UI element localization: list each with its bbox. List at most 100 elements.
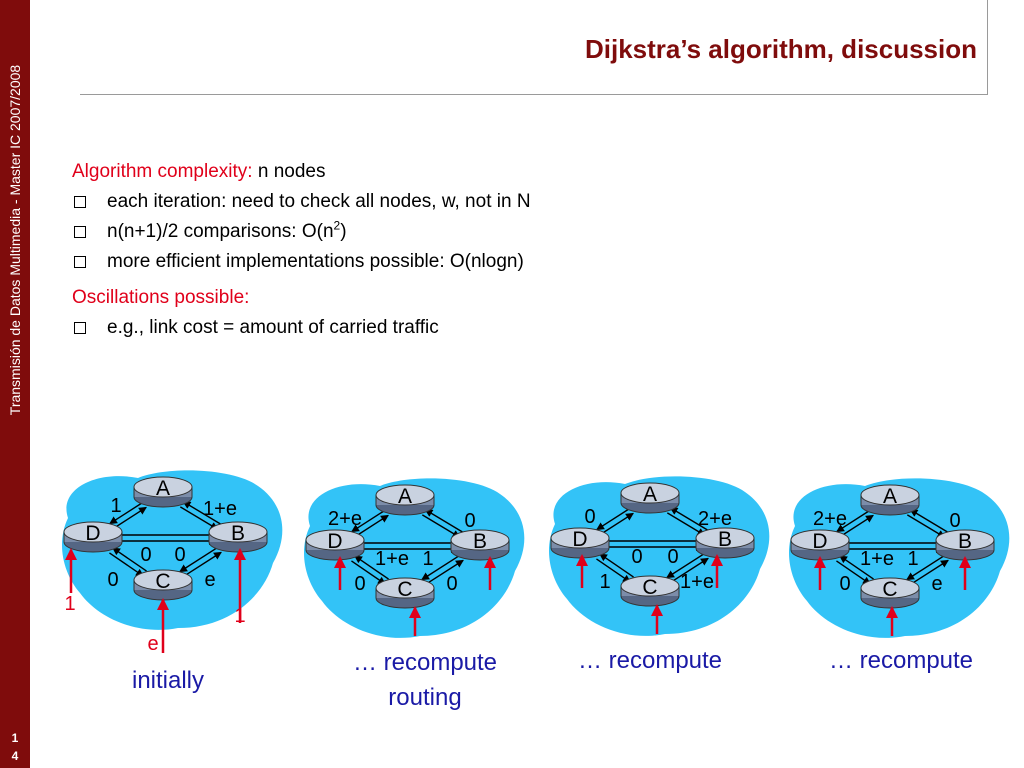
link-cost-label: 0 [140, 544, 151, 566]
router-label-B: B [473, 530, 487, 553]
link-cost-label: 2+e [698, 508, 732, 530]
traffic-label: 1 [64, 593, 75, 615]
link-cost-label: 1+e [375, 548, 409, 570]
link-arrow [596, 558, 631, 583]
link-cost-label: 0 [107, 569, 118, 591]
router-label-B: B [231, 522, 245, 545]
bullet-text: e.g., link cost = amount of carried traf… [107, 317, 439, 338]
link-cost-label: 2+e [813, 508, 847, 530]
link-arrow [109, 501, 144, 525]
link-arrow [354, 555, 389, 580]
network-cloud [548, 476, 770, 636]
checkbox-bullet-icon [74, 196, 86, 208]
title-divider [80, 94, 987, 95]
bullet-item: more efficient implementations possible:… [72, 247, 531, 277]
link-arrow [909, 509, 949, 533]
router-icon: A [133, 476, 193, 508]
link-arrow [599, 553, 634, 578]
link-arrow [354, 514, 389, 538]
link-arrow [112, 547, 147, 572]
complexity-label: Algorithm complexity: [72, 161, 253, 182]
link-arrow [839, 555, 874, 580]
router-icon: C [133, 569, 193, 601]
link-cost-label: 0 [446, 573, 457, 595]
link-cost-label: 2+e [328, 508, 362, 530]
link-cost-label: 0 [949, 510, 960, 532]
complexity-heading: Algorithm complexity: n nodes [72, 157, 531, 187]
bullet-item: e.g., link cost = amount of carried traf… [72, 313, 531, 343]
network-cloud [61, 470, 283, 630]
router-icon: A [375, 484, 435, 516]
bullet-text: n(n+1)/2 comparisons: O(n [107, 221, 334, 242]
link-arrow [909, 559, 949, 586]
link-cost-label: 0 [464, 510, 475, 532]
complexity-value: n nodes [257, 161, 326, 182]
link-cost-label: 1 [422, 548, 433, 570]
oscillation-label: Oscillations possible: [72, 287, 250, 308]
diagram-caption: routing [388, 684, 461, 711]
link-arrow [599, 512, 634, 536]
link-arrow [182, 501, 222, 525]
diagram-caption: … recompute [578, 647, 722, 674]
link-cost-label: 0 [584, 506, 595, 528]
link-cost-label: e [931, 573, 942, 595]
bullet-text: each iteration: need to check all nodes,… [107, 191, 531, 212]
page-number-line2: 4 [11, 749, 19, 763]
router-label-D: D [812, 530, 827, 553]
router-label-A: A [156, 477, 170, 500]
link-cost-label: 1 [599, 571, 610, 593]
link-arrow [596, 507, 631, 531]
router-icon: B [695, 527, 755, 559]
link-cost-label: 0 [174, 544, 185, 566]
network-cloud [788, 478, 1010, 638]
diagram-caption: … recompute [829, 647, 973, 674]
link-cost-label: 0 [667, 546, 678, 568]
router-icon: C [620, 575, 680, 607]
link-arrow [421, 514, 461, 538]
link-cost-label: 1+e [860, 548, 894, 570]
router-label-B: B [718, 528, 732, 551]
link-arrow [182, 551, 222, 578]
router-icon: B [935, 529, 995, 561]
router-label-C: C [155, 570, 170, 593]
traffic-label: e [147, 633, 158, 655]
network-cloud [303, 478, 525, 638]
superscript-2: 2 [333, 218, 341, 233]
link-arrow [351, 509, 386, 533]
link-arrow [179, 546, 219, 573]
link-cost-label: 0 [354, 573, 365, 595]
checkbox-bullet-icon [74, 256, 86, 268]
router-icon: A [860, 484, 920, 516]
link-cost-label: 1+e [680, 571, 714, 593]
router-label-C: C [397, 578, 412, 601]
checkbox-bullet-icon [74, 322, 86, 334]
link-arrow [669, 507, 709, 531]
link-cost-label: 1 [110, 495, 121, 517]
link-arrow [906, 514, 946, 538]
oscillation-heading: Oscillations possible: [72, 283, 531, 313]
router-label-A: A [398, 485, 412, 508]
router-label-A: A [883, 485, 897, 508]
router-label-C: C [882, 578, 897, 601]
router-icon: D [790, 529, 850, 561]
router-icon: D [63, 521, 123, 553]
link-cost-label: 0 [839, 573, 850, 595]
router-icon: D [305, 529, 365, 561]
link-arrow [351, 560, 386, 585]
slide-title: Dijkstra’s algorithm, discussion [584, 34, 977, 64]
router-icon: B [208, 521, 268, 553]
link-arrow [906, 554, 946, 581]
link-arrow [836, 560, 871, 585]
traffic-label: 1 [234, 605, 245, 627]
router-label-D: D [572, 528, 587, 551]
link-arrow [112, 506, 147, 530]
diagram-caption: … recompute [353, 649, 497, 676]
link-arrow [836, 509, 871, 533]
link-arrow [424, 559, 464, 586]
router-label-D: D [85, 522, 100, 545]
link-cost-label: 1 [907, 548, 918, 570]
slide-content: Algorithm complexity: n nodes each itera… [72, 157, 531, 343]
router-icon: A [620, 482, 680, 514]
